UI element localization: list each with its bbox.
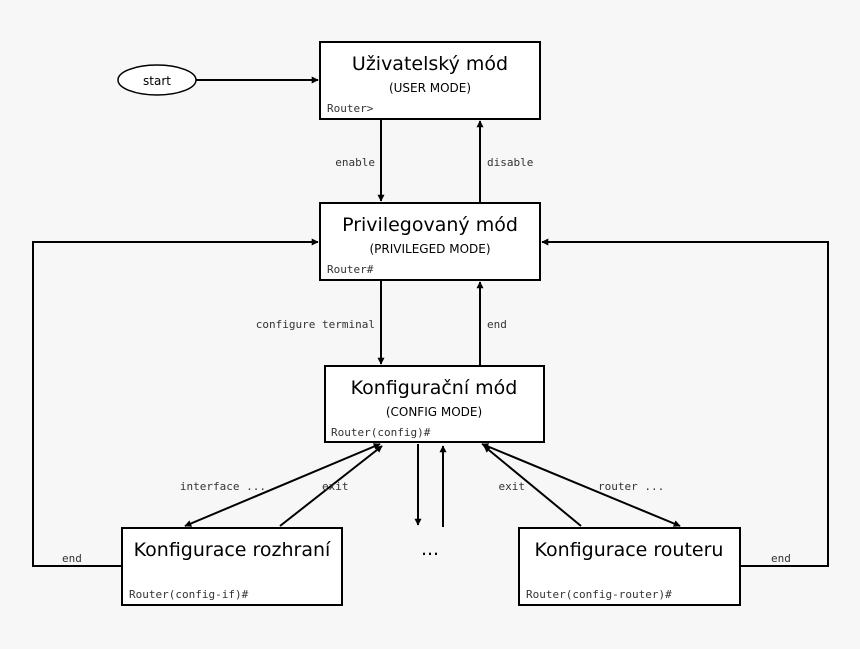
disable-label: disable: [487, 156, 533, 169]
interface-config-box: Konfigurace rozhraní Router(config-if)#: [121, 527, 343, 606]
interface-config-title: Konfigurace rozhraní: [134, 539, 331, 561]
router-config-prompt: Router(config-router)#: [526, 588, 672, 601]
user-mode-subtitle: (USER MODE): [389, 81, 471, 95]
configure-terminal-label: configure terminal: [256, 318, 375, 331]
user-mode-box: Uživatelský mód (USER MODE) Router>: [319, 41, 541, 120]
exit-interface-label: exit: [322, 480, 349, 493]
end-left-label: end: [62, 552, 82, 565]
interface-arrow: [184, 443, 381, 527]
interface-config-prompt: Router(config-if)#: [129, 588, 249, 601]
end-left-arrow: [32, 238, 319, 567]
user-mode-prompt: Router>: [327, 102, 374, 115]
router-arrow: [481, 443, 681, 527]
end-right-label: end: [771, 552, 791, 565]
enable-label: enable: [335, 156, 375, 169]
config-mode-box: Konfigurační mód (CONFIG MODE) Router(co…: [324, 365, 545, 443]
config-mode-prompt: Router(config)#: [331, 426, 431, 439]
privileged-mode-box: Privilegovaný mód (PRIVILEGED MODE) Rout…: [319, 202, 541, 281]
privileged-mode-prompt: Router#: [327, 263, 374, 276]
exit-router-label: exit: [499, 480, 526, 493]
router-config-title: Konfigurace routeru: [535, 539, 724, 561]
router-config-box: Konfigurace routeru Router(config-router…: [518, 527, 741, 606]
privileged-mode-title: Privilegovaný mód: [342, 214, 518, 236]
end-right-arrow: [541, 238, 829, 567]
privileged-mode-subtitle: (PRIVILEGED MODE): [369, 242, 490, 256]
config-mode-title: Konfigurační mód: [351, 377, 518, 399]
interface-label: interface ...: [180, 480, 266, 493]
user-mode-title: Uživatelský mód: [352, 53, 508, 75]
router-label: router ...: [598, 480, 664, 493]
exit-interface-arrow: [279, 445, 383, 527]
start-label: start: [143, 74, 171, 88]
end-config-label: end: [487, 318, 507, 331]
ellipsis-text: ...: [421, 538, 439, 560]
config-mode-subtitle: (CONFIG MODE): [386, 405, 482, 419]
